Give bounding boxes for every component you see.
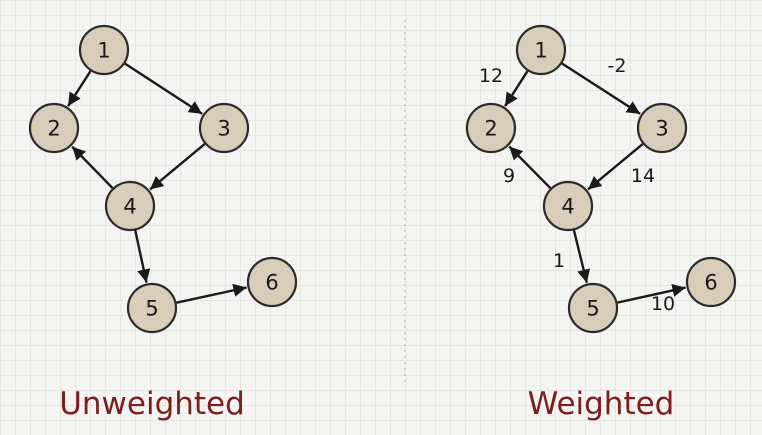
edge-4-to-2 bbox=[508, 145, 552, 190]
node-4 bbox=[104, 180, 156, 232]
edge-1-to-3 bbox=[124, 62, 203, 115]
edge-weight-1-2: 12 bbox=[479, 65, 503, 87]
node-label-3: 3 bbox=[217, 117, 230, 141]
node-4 bbox=[542, 180, 594, 232]
node-5 bbox=[567, 282, 619, 334]
edge-1-to-3 bbox=[561, 62, 641, 115]
edge-3-to-4 bbox=[149, 143, 206, 191]
edge-1-to-2 bbox=[67, 70, 92, 107]
node-3 bbox=[198, 102, 250, 154]
edge-5-to-6 bbox=[176, 283, 247, 304]
node-label-5: 5 bbox=[586, 297, 599, 321]
edge-4-to-5 bbox=[572, 229, 591, 284]
unweighted-graph: 1 2 3 4 5 6 bbox=[28, 24, 298, 334]
unweighted-caption: Unweighted bbox=[59, 386, 245, 422]
node-label-6: 6 bbox=[704, 271, 717, 295]
node-2 bbox=[28, 102, 80, 154]
edge-weight-5-6: 10 bbox=[651, 293, 675, 315]
node-1 bbox=[78, 24, 130, 76]
edge-weight-4-5: 1 bbox=[553, 250, 565, 272]
edge-1-to-2 bbox=[504, 70, 529, 107]
node-6 bbox=[246, 256, 298, 308]
node-3 bbox=[636, 102, 688, 154]
node-label-3: 3 bbox=[655, 117, 668, 141]
edge-5-to-6 bbox=[617, 283, 686, 304]
node-6 bbox=[685, 256, 737, 308]
node-label-1: 1 bbox=[97, 39, 110, 63]
edge-weight-4-2: 9 bbox=[503, 165, 515, 187]
edge-3-to-4 bbox=[587, 143, 644, 191]
node-label-5: 5 bbox=[145, 297, 158, 321]
node-2 bbox=[465, 102, 517, 154]
node-label-2: 2 bbox=[484, 117, 497, 141]
node-label-2: 2 bbox=[47, 117, 60, 141]
node-label-4: 4 bbox=[561, 195, 574, 219]
node-label-6: 6 bbox=[265, 271, 278, 295]
node-label-1: 1 bbox=[534, 39, 547, 63]
node-1 bbox=[515, 24, 567, 76]
edge-4-to-2 bbox=[71, 145, 114, 189]
edge-4-to-5 bbox=[134, 230, 151, 283]
edge-weight-1-3: -2 bbox=[608, 55, 627, 77]
node-5 bbox=[126, 282, 178, 334]
edge-weight-3-4: 14 bbox=[631, 165, 655, 187]
weighted-caption: Weighted bbox=[528, 386, 675, 422]
node-label-4: 4 bbox=[123, 195, 136, 219]
